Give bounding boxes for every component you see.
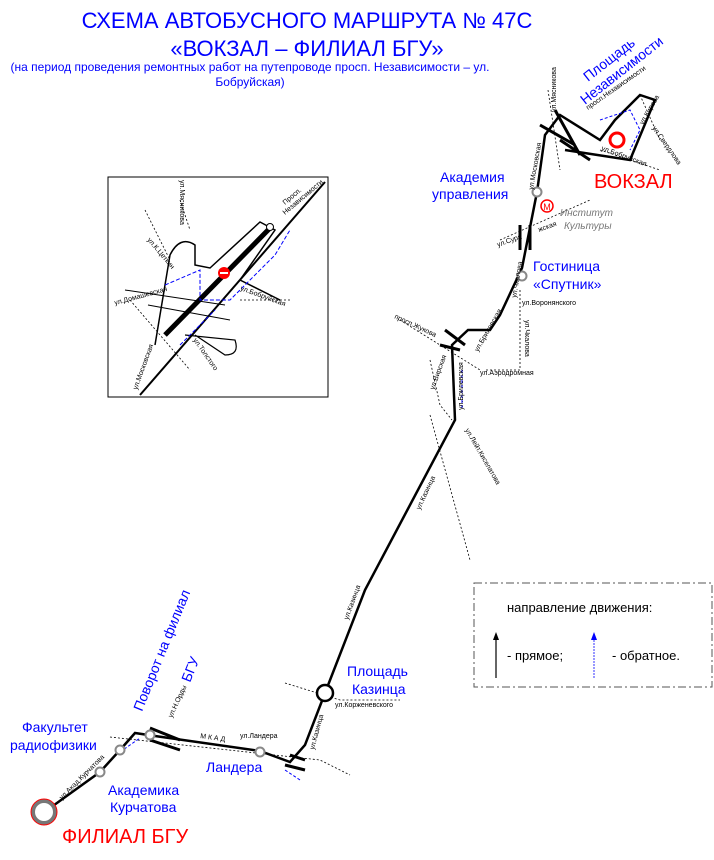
route-reverse-line xyxy=(119,109,641,781)
svg-text:ул.Свердлова: ул.Свердлова xyxy=(650,125,682,166)
svg-text:управления: управления xyxy=(432,186,508,202)
svg-text:ул.Чкалова: ул.Чкалова xyxy=(523,320,530,357)
svg-text:М: М xyxy=(543,202,551,212)
route-note: (на период проведения ремонтных работ на… xyxy=(10,60,490,89)
svg-text:радиофизики: радиофизики xyxy=(10,737,97,753)
svg-text:ул.Мясникова: ул.Мясникова xyxy=(551,67,558,112)
stop-label: Факультет xyxy=(22,719,88,735)
svg-text:жская: жская xyxy=(537,221,558,234)
svg-text:ул.Ландера: ул.Ландера xyxy=(240,733,278,740)
svg-text:направление движения:: направление движения: xyxy=(507,600,652,615)
svg-text:ул.Мясникова: ул.Мясникова xyxy=(178,180,185,225)
svg-text:Курчатова: Курчатова xyxy=(110,799,177,815)
svg-text:ул.Лейт.Киселатова: ул.Лейт.Киселатова xyxy=(463,427,502,486)
stop-label: Гостиница xyxy=(533,258,600,274)
svg-text:просп.Жукова: просп.Жукова xyxy=(393,313,437,339)
stop-label: Академика xyxy=(108,782,179,798)
svg-text:ул.Казинца: ул.Казинца xyxy=(415,475,437,511)
stop-label: Площадь xyxy=(347,663,408,679)
svg-text:Казинца: Казинца xyxy=(352,681,406,697)
no-entry-icon xyxy=(218,267,230,279)
svg-text:ул.Корженевского: ул.Корженевского xyxy=(335,702,393,709)
legend: направление движения: - прямое; - обратн… xyxy=(473,582,713,688)
stop-kazinca-icon xyxy=(315,683,335,703)
stop-label: Академия xyxy=(440,169,505,185)
page-title: СХЕМА АВТОБУСНОГО МАРШРУТА № 47С xyxy=(81,8,533,33)
terminal-filial-icon xyxy=(31,799,57,825)
svg-text:- прямое;: - прямое; xyxy=(507,648,563,663)
svg-text:ул.Казинца: ул.Казинца xyxy=(309,714,325,751)
svg-text:ул.Акад.Курчатова: ул.Акад.Курчатова xyxy=(58,754,106,802)
route-name: «ВОКЗАЛ – ФИЛИАЛ БГУ» xyxy=(170,36,444,61)
metro-icon: М xyxy=(540,199,554,213)
stop-label: Ландера xyxy=(206,759,262,775)
interchange-marks xyxy=(149,109,591,772)
route-forward-line xyxy=(49,93,657,810)
svg-text:ул.Вирская: ул.Вирская xyxy=(429,354,448,391)
stop-icons xyxy=(94,186,543,778)
terminal-vokzal-label: ВОКЗАЛ xyxy=(594,171,673,193)
svg-text:М К А Д: М К А Д xyxy=(200,733,226,743)
svg-text:ул.Аэродромная: ул.Аэродромная xyxy=(480,370,534,377)
side-streets xyxy=(109,89,661,776)
metro-name: Институт xyxy=(560,208,613,219)
terminal-filial-label: ФИЛИАЛ БГУ xyxy=(62,826,188,848)
svg-text:«Спутник»: «Спутник» xyxy=(533,276,602,292)
terminal-vokzal-icon xyxy=(608,131,626,149)
inset-map: Просп. Независимости ул.Мясникова ул.К.Ц… xyxy=(107,176,329,398)
svg-text:БГУ: БГУ xyxy=(178,654,202,684)
svg-text:Культуры: Культуры xyxy=(564,221,612,232)
svg-text:ул.Н.Орды: ул.Н.Орды xyxy=(167,684,188,718)
svg-text:- обратное.: - обратное. xyxy=(612,648,680,663)
svg-text:ул.Брилевская: ул.Брилевская xyxy=(458,362,465,410)
svg-text:ул.Воронянского: ул.Воронянского xyxy=(522,300,576,307)
